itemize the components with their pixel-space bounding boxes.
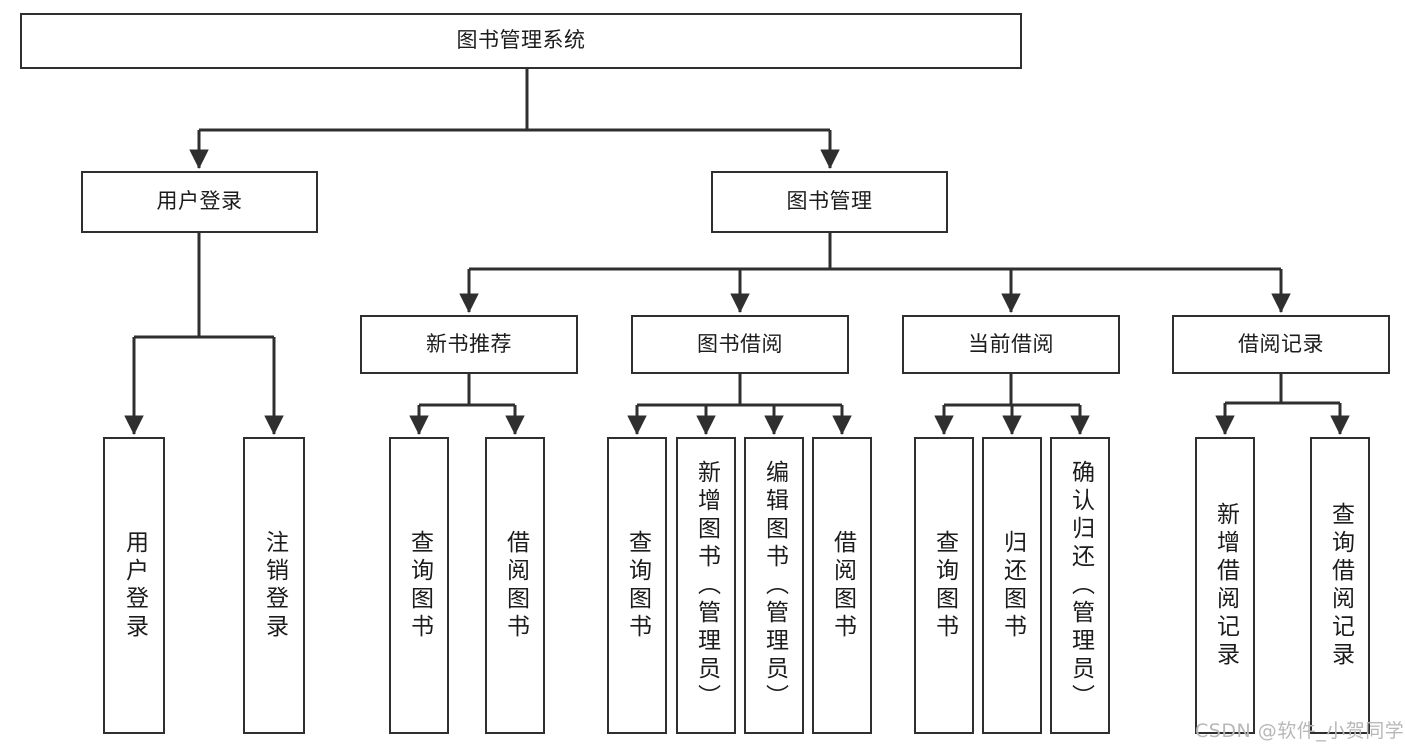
node-leaf-query-book-2[interactable]: 查询图书 <box>607 437 667 734</box>
node-leaf-add-borrow-record[interactable]: 新增借阅记录 <box>1195 437 1255 734</box>
node-new-book-recommend-label: 新书推荐 <box>426 331 512 356</box>
node-current-borrow[interactable]: 当前借阅 <box>902 315 1120 374</box>
node-user-login-label: 用户登录 <box>156 189 243 214</box>
node-leaf-edit-book-label: 编辑图书（管理员） <box>761 459 788 712</box>
node-book-borrow-label: 图书借阅 <box>697 331 783 356</box>
node-leaf-logout[interactable]: 注销登录 <box>243 437 305 734</box>
node-new-book-recommend[interactable]: 新书推荐 <box>360 315 578 374</box>
node-root-label: 图书管理系统 <box>456 28 586 53</box>
csdn-watermark: CSDN @软件_小贺同学 <box>1195 720 1405 742</box>
node-leaf-confirm-return[interactable]: 确认归还（管理员） <box>1050 437 1110 734</box>
node-leaf-return-book[interactable]: 归还图书 <box>982 437 1042 734</box>
node-user-login[interactable]: 用户登录 <box>81 171 318 233</box>
node-current-borrow-label: 当前借阅 <box>968 331 1054 356</box>
node-leaf-query-book-2-label: 查询图书 <box>624 529 651 642</box>
node-book-borrow[interactable]: 图书借阅 <box>631 315 849 374</box>
node-leaf-user-login-label: 用户登录 <box>121 529 148 642</box>
node-book-management-label: 图书管理 <box>786 189 873 214</box>
node-leaf-user-login[interactable]: 用户登录 <box>103 437 165 734</box>
node-leaf-query-book-3-label: 查询图书 <box>931 529 958 642</box>
node-leaf-confirm-return-label: 确认归还（管理员） <box>1067 459 1094 712</box>
node-borrow-records[interactable]: 借阅记录 <box>1172 315 1390 374</box>
node-leaf-edit-book[interactable]: 编辑图书（管理员） <box>744 437 804 734</box>
node-leaf-borrow-book-1[interactable]: 借阅图书 <box>485 437 545 734</box>
node-leaf-query-book-1-label: 查询图书 <box>406 529 433 642</box>
node-leaf-borrow-book-2[interactable]: 借阅图书 <box>812 437 872 734</box>
node-leaf-query-borrow-record-label: 查询借阅记录 <box>1327 501 1354 670</box>
node-book-management[interactable]: 图书管理 <box>711 171 948 233</box>
node-leaf-add-borrow-record-label: 新增借阅记录 <box>1212 501 1239 670</box>
node-leaf-query-book-1[interactable]: 查询图书 <box>389 437 449 734</box>
node-leaf-add-book-label: 新增图书（管理员） <box>693 459 720 712</box>
node-leaf-query-book-3[interactable]: 查询图书 <box>914 437 974 734</box>
node-leaf-borrow-book-1-label: 借阅图书 <box>502 529 529 642</box>
node-leaf-query-borrow-record[interactable]: 查询借阅记录 <box>1310 437 1370 734</box>
node-leaf-add-book[interactable]: 新增图书（管理员） <box>676 437 736 734</box>
node-leaf-return-book-label: 归还图书 <box>999 529 1026 642</box>
node-leaf-logout-label: 注销登录 <box>261 529 288 642</box>
node-borrow-records-label: 借阅记录 <box>1238 331 1324 356</box>
node-root[interactable]: 图书管理系统 <box>20 13 1022 69</box>
node-leaf-borrow-book-2-label: 借阅图书 <box>829 529 856 642</box>
